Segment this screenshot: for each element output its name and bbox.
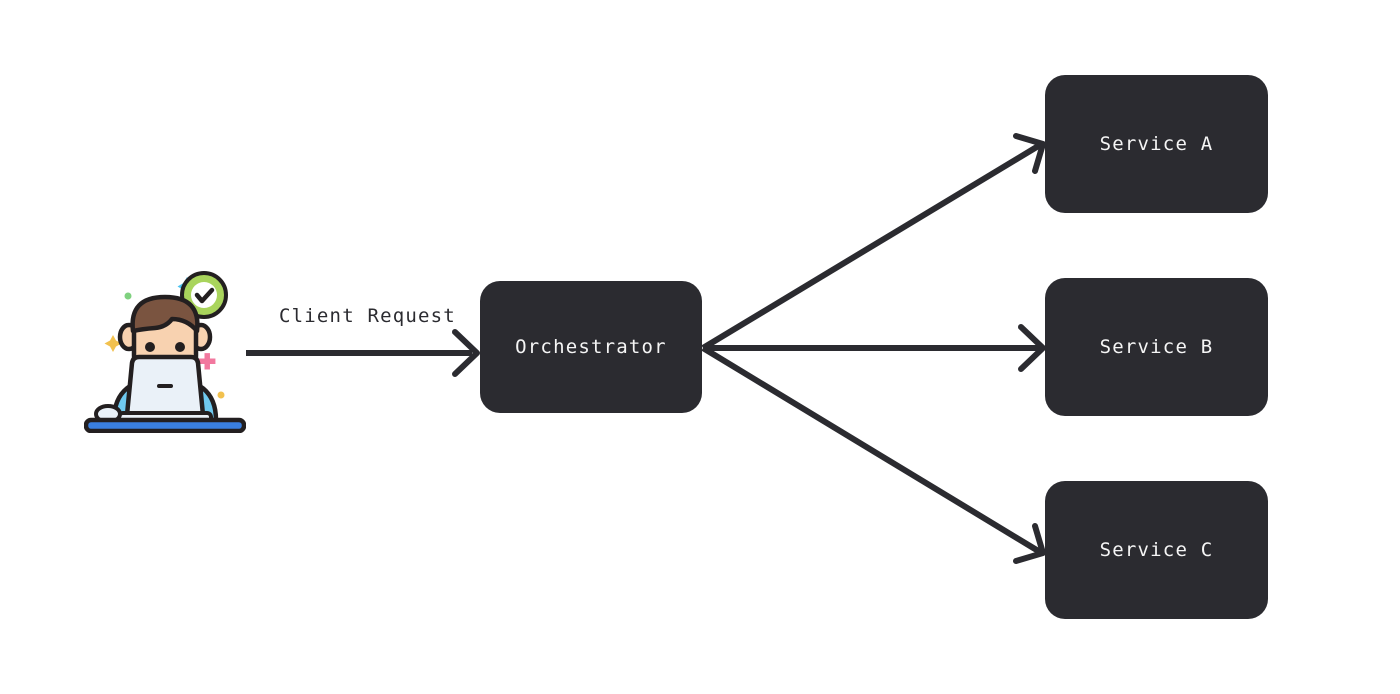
node-service-b-label: Service B (1099, 336, 1214, 358)
edge-orchestrator-to-service-c (701, 345, 1046, 564)
edge-orchestrator-to-service-a (701, 133, 1046, 351)
node-service-a-label: Service A (1099, 133, 1214, 155)
desk (83, 417, 247, 434)
edge-client-to-orchestrator (246, 329, 480, 377)
node-service-c-label: Service C (1099, 539, 1214, 561)
edge-orchestrator-to-service-b (703, 324, 1046, 372)
node-orchestrator[interactable]: Orchestrator (480, 281, 702, 413)
node-service-b[interactable]: Service B (1045, 278, 1268, 416)
edge-label-client-request: Client Request (279, 305, 456, 327)
client-actor-illustration (83, 255, 247, 434)
node-orchestrator-label: Orchestrator (515, 336, 667, 358)
laptop-icon (117, 354, 213, 424)
node-service-c[interactable]: Service C (1045, 481, 1268, 619)
node-service-a[interactable]: Service A (1045, 75, 1268, 213)
